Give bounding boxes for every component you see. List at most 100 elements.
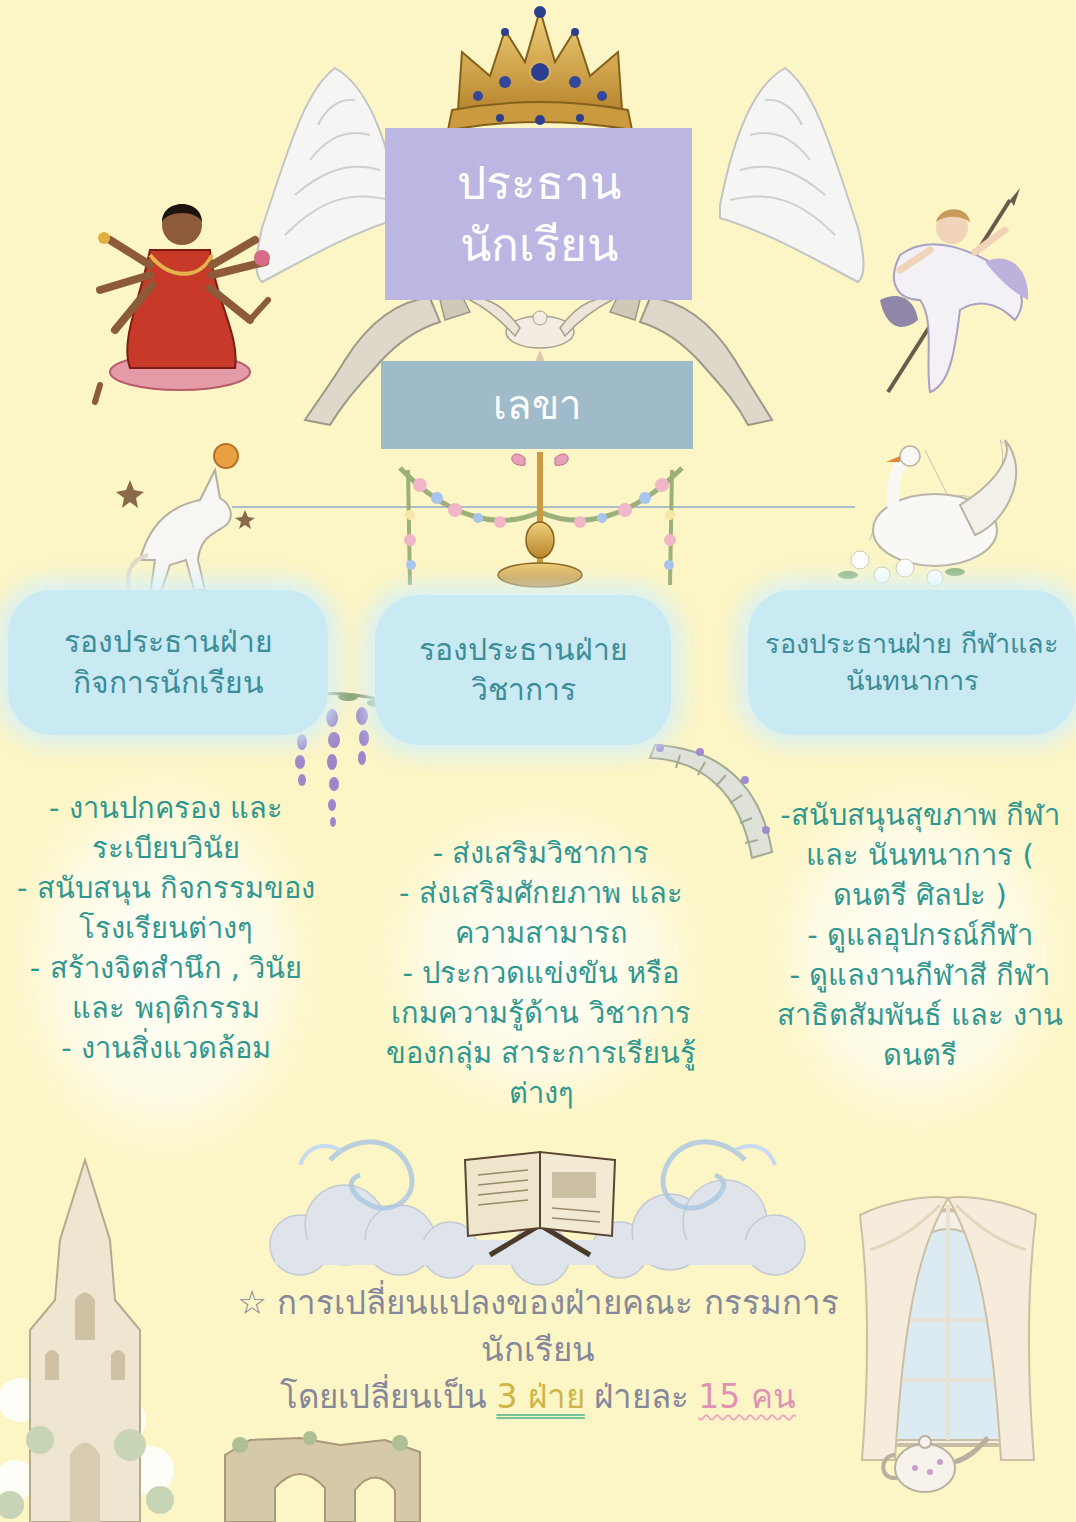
chandelier bbox=[498, 563, 582, 587]
duty-item: - งานปกครอง และระเบียบวินัย bbox=[15, 788, 317, 868]
crown bbox=[530, 62, 550, 82]
chandelier bbox=[664, 560, 674, 570]
book bbox=[540, 1152, 615, 1236]
dove bbox=[470, 299, 612, 362]
teapot bbox=[927, 1469, 933, 1475]
chandelier bbox=[404, 478, 676, 546]
swan bbox=[874, 567, 890, 583]
garden-stairs bbox=[762, 826, 770, 834]
crown bbox=[458, 10, 622, 110]
chandelier bbox=[431, 492, 443, 504]
cathedral bbox=[0, 1426, 174, 1519]
unicorn bbox=[116, 444, 255, 614]
teapot bbox=[883, 1436, 988, 1492]
chandelier bbox=[512, 454, 568, 465]
duty-item: - สนับสนุน กิจกรรมของ โรงเรียนต่างๆ bbox=[15, 868, 317, 948]
duty-list: - ส่งเสริมวิชาการ- ส่งเสริมศักยภาพ และคว… bbox=[385, 833, 697, 1113]
wisteria bbox=[329, 777, 339, 791]
chandelier bbox=[574, 516, 586, 528]
crown bbox=[448, 6, 632, 130]
goddess-figure bbox=[936, 209, 970, 222]
wisteria bbox=[359, 730, 369, 746]
chandelier bbox=[404, 534, 416, 546]
note-line: โดยเปลี่ยนเป็น3 ฝ่ายฝ่ายละ15 คน bbox=[215, 1374, 861, 1421]
goddess-figure bbox=[880, 188, 1028, 392]
unicorn bbox=[235, 510, 255, 529]
unicorn bbox=[116, 480, 144, 508]
teapot bbox=[912, 1459, 943, 1475]
ruins bbox=[232, 1431, 408, 1453]
garden-stairs bbox=[650, 744, 772, 858]
cathedral bbox=[70, 1443, 100, 1522]
wisteria bbox=[295, 755, 305, 769]
duty-list: - งานปกครอง และระเบียบวินัย- สนับสนุน กิ… bbox=[15, 788, 317, 1068]
chandelier bbox=[526, 522, 554, 558]
wing bbox=[720, 68, 864, 282]
chandelier bbox=[665, 510, 675, 520]
chandelier bbox=[655, 478, 669, 492]
crown bbox=[569, 76, 581, 88]
goddess-figure bbox=[95, 204, 270, 402]
wisteria bbox=[327, 754, 337, 770]
ruins bbox=[232, 1437, 248, 1453]
background-glow bbox=[345, 775, 735, 1145]
book bbox=[478, 1170, 600, 1222]
teapot bbox=[955, 1438, 988, 1462]
cathedral bbox=[26, 1426, 54, 1454]
role-title: รองประธานฝ่าย วิชาการ bbox=[398, 630, 648, 711]
water-horse bbox=[735, 1146, 775, 1165]
highlight-number: 15 คน bbox=[698, 1374, 795, 1421]
dove bbox=[560, 299, 612, 336]
wisteria bbox=[298, 774, 306, 786]
crown bbox=[571, 28, 579, 36]
duty-item: - ดูแลอุปกรณ์กีฬา bbox=[772, 915, 1068, 955]
cathedral bbox=[0, 1491, 24, 1519]
duty-item: - งานสิ่งแวดล้อม bbox=[15, 1028, 317, 1068]
garden-stairs bbox=[676, 755, 758, 843]
crown bbox=[535, 115, 545, 125]
crown bbox=[473, 91, 483, 101]
duty-list: -สนับสนุนสุขภาพ กีฬา และ นันทนาการ ( ดนต… bbox=[772, 795, 1068, 1075]
ruins bbox=[225, 1431, 420, 1522]
teapot bbox=[937, 1459, 943, 1465]
wisteria bbox=[358, 751, 366, 765]
wing bbox=[256, 68, 400, 282]
chandelier bbox=[494, 516, 506, 528]
background-glow bbox=[0, 735, 1076, 1195]
garden-stairs bbox=[696, 748, 704, 756]
crown bbox=[534, 6, 546, 18]
garden-stairs bbox=[741, 776, 749, 784]
chandelier bbox=[406, 492, 674, 570]
president-box: ประธาน นักเรียน bbox=[385, 128, 692, 300]
dove bbox=[533, 311, 547, 325]
duty-item: - สร้างจิตสำนึก , วินัย และ พฤติกรรม bbox=[15, 948, 317, 1028]
goddess-figure bbox=[98, 232, 110, 244]
wing bbox=[730, 100, 835, 235]
goddess-figure bbox=[900, 230, 1005, 270]
note-text: ฝ่ายละ bbox=[594, 1374, 689, 1421]
duty-item: -สนับสนุนสุขภาพ กีฬา และ นันทนาการ ( ดนต… bbox=[772, 795, 1068, 915]
garden-stairs bbox=[656, 744, 770, 834]
clouds bbox=[275, 1240, 795, 1265]
divider-line bbox=[232, 507, 855, 508]
goddess-figure bbox=[162, 205, 202, 245]
water-horse bbox=[300, 1146, 340, 1165]
swan bbox=[945, 568, 965, 576]
crown bbox=[501, 28, 509, 36]
unicorn bbox=[128, 555, 148, 590]
swan bbox=[851, 551, 869, 569]
cathedral bbox=[45, 1293, 125, 1381]
goddess-figure bbox=[880, 296, 918, 327]
goddess-figure bbox=[150, 255, 212, 274]
background-glow bbox=[0, 735, 350, 1195]
chandelier bbox=[448, 503, 462, 517]
book bbox=[465, 1152, 615, 1255]
ruins bbox=[303, 1431, 317, 1445]
swan bbox=[893, 458, 905, 520]
swan bbox=[900, 446, 920, 466]
duty-item: - ส่งเสริมศักยภาพ และความสามารถ bbox=[385, 873, 697, 953]
crown bbox=[597, 91, 607, 101]
cathedral bbox=[0, 1160, 174, 1522]
chandelier bbox=[597, 513, 607, 523]
window bbox=[948, 1197, 1036, 1460]
